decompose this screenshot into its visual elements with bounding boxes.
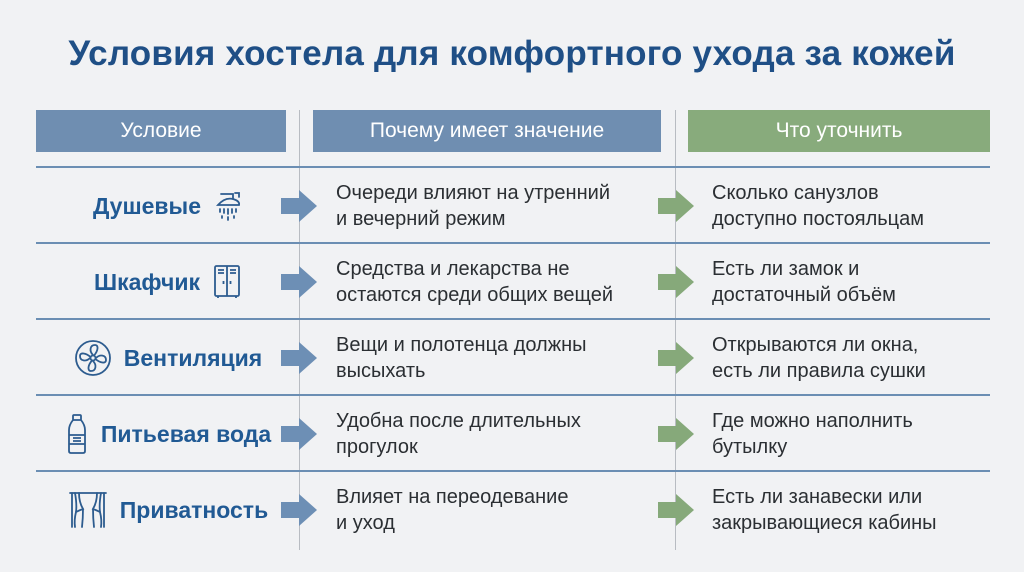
condition-label: Шкафчик xyxy=(94,268,200,295)
header-why-label: Почему имеет значение xyxy=(369,119,605,142)
why-text: Вещи и полотенца должны высыхать xyxy=(336,334,587,382)
why-text: Средства и лекарства не остаются среди о… xyxy=(336,258,614,306)
header-condition: Условие xyxy=(36,110,286,152)
arrow-right-icon xyxy=(658,190,694,222)
column-divider xyxy=(299,110,300,550)
row-divider xyxy=(36,394,990,396)
condition-label: Вентиляция xyxy=(123,344,263,371)
condition-cell: Питьевая вода xyxy=(36,396,300,472)
table-row: Вентиляция Вещи и полотенца должны высых… xyxy=(0,320,1024,396)
arrow-right-icon xyxy=(658,266,694,298)
condition-cell: Приватность xyxy=(36,472,300,548)
why-cell: Вещи и полотенца должны высыхать xyxy=(336,320,672,396)
condition-label: Душевые xyxy=(93,192,201,219)
ask-cell: Сколько санузлов доступно постояльцам xyxy=(712,168,1012,244)
ask-text: Сколько санузлов доступно постояльцам xyxy=(712,182,924,230)
ask-text: Открываются ли окна, есть ли правила суш… xyxy=(712,334,926,382)
arrow-right-icon xyxy=(281,494,317,526)
condition-cell: Душевые xyxy=(36,168,300,244)
ask-cell: Есть ли замок и достаточный объём xyxy=(712,244,1012,320)
why-text: Удобна после длительных прогулок xyxy=(336,410,581,458)
row-divider xyxy=(36,166,990,168)
locker-icon xyxy=(212,264,242,300)
why-cell: Влияет на переодевание и уход xyxy=(336,472,672,548)
arrow-right-icon xyxy=(281,418,317,450)
row-divider xyxy=(36,318,990,320)
row-divider xyxy=(36,242,990,244)
table-row: Питьевая вода Удобна после длительных пр… xyxy=(0,396,1024,472)
why-cell: Удобна после длительных прогулок xyxy=(336,396,672,472)
header-ask: Что уточнить xyxy=(688,110,990,152)
ask-text: Есть ли занавески или закрывающиеся каби… xyxy=(712,486,937,534)
header-condition-label: Условие xyxy=(120,119,202,142)
arrow-right-icon xyxy=(281,190,317,222)
header-why: Почему имеет значение xyxy=(313,110,661,152)
condition-label: Питьевая вода xyxy=(100,420,272,447)
arrow-right-icon xyxy=(281,342,317,374)
page-title: Условия хостела для комфортного ухода за… xyxy=(68,34,956,73)
ask-text: Где можно наполнить бутылку xyxy=(712,410,913,458)
ask-cell: Есть ли занавески или закрывающиеся каби… xyxy=(712,472,1012,548)
arrow-right-icon xyxy=(658,418,694,450)
condition-label: Приватность xyxy=(119,496,269,523)
table-row: Душевые Очереди влияют на утренний и веч… xyxy=(0,168,1024,244)
why-cell: Средства и лекарства не остаются среди о… xyxy=(336,244,672,320)
table-row: Шкафчик Средства и лекарства не остаются… xyxy=(0,244,1024,320)
why-text: Очереди влияют на утренний и вечерний ре… xyxy=(336,182,610,230)
curtains-icon xyxy=(68,490,108,530)
arrow-right-icon xyxy=(281,266,317,298)
arrow-right-icon xyxy=(658,494,694,526)
water-bottle-icon xyxy=(65,413,89,455)
condition-cell: Вентиляция xyxy=(36,320,300,396)
column-divider xyxy=(675,110,676,550)
shower-icon xyxy=(213,190,243,222)
condition-cell: Шкафчик xyxy=(36,244,300,320)
ask-cell: Где можно наполнить бутылку xyxy=(712,396,1012,472)
why-text: Влияет на переодевание и уход xyxy=(336,486,569,534)
arrow-right-icon xyxy=(658,342,694,374)
why-cell: Очереди влияют на утренний и вечерний ре… xyxy=(336,168,672,244)
ask-text: Есть ли замок и достаточный объём xyxy=(712,258,896,306)
fan-icon xyxy=(74,339,112,377)
row-divider xyxy=(36,470,990,472)
header-ask-label: Что уточнить xyxy=(775,119,903,142)
table-row: Приватность Влияет на переодевание и ухо… xyxy=(0,472,1024,548)
ask-cell: Открываются ли окна, есть ли правила суш… xyxy=(712,320,1012,396)
